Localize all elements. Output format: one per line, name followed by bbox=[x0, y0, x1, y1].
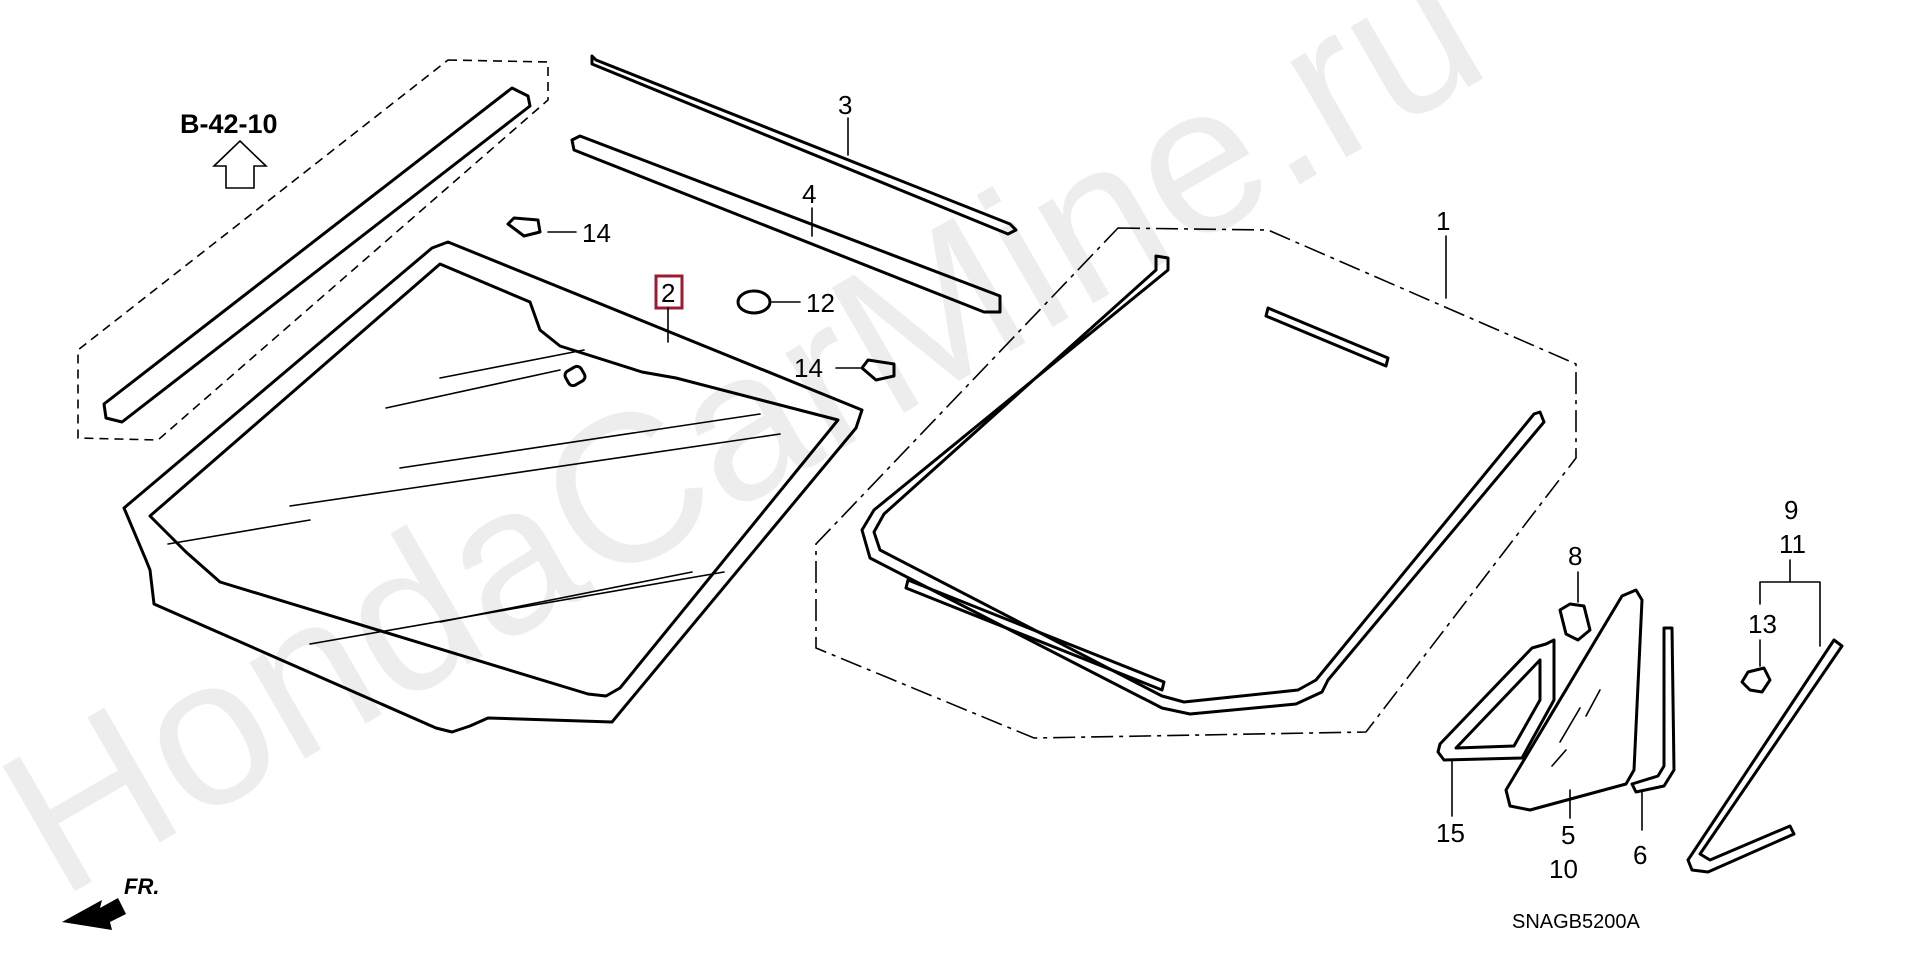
glare-2 bbox=[385, 369, 561, 409]
quarter-glass-glare-3 bbox=[1551, 749, 1567, 767]
callout-9[interactable]: 9 bbox=[1784, 495, 1798, 525]
callout-13[interactable]: 13 bbox=[1748, 609, 1777, 639]
part-13-clip bbox=[1740, 666, 1772, 694]
callout-4[interactable]: 4 bbox=[802, 179, 816, 209]
reference-label[interactable]: B-42-10 bbox=[180, 109, 278, 139]
sensor-mount bbox=[563, 364, 587, 388]
part-6-seal bbox=[1630, 626, 1676, 794]
quarter-glass-glare-2 bbox=[1585, 689, 1601, 717]
part-5-quarter-glass bbox=[1504, 588, 1644, 812]
callout-15[interactable]: 15 bbox=[1436, 818, 1465, 848]
roof-molding-part bbox=[102, 86, 532, 424]
part-9-seal bbox=[1686, 638, 1844, 874]
callout-14b[interactable]: 14 bbox=[794, 353, 823, 383]
quarter-glass-glare-1 bbox=[1559, 707, 1581, 743]
watermark: HondaCarMine.ru bbox=[0, 0, 1518, 939]
part-1-boundary bbox=[815, 227, 1577, 739]
part-4-molding bbox=[570, 134, 1002, 314]
callout-11[interactable]: 11 bbox=[1779, 529, 1806, 559]
callout-3[interactable]: 3 bbox=[838, 90, 852, 120]
front-arrow-icon bbox=[62, 898, 126, 930]
leader-9-11 bbox=[1759, 559, 1821, 647]
glare-6 bbox=[309, 571, 725, 645]
callout-2[interactable]: 2 bbox=[661, 278, 675, 308]
windshield-inner-edge bbox=[148, 262, 840, 698]
callout-2-box bbox=[654, 274, 684, 310]
callout-14a[interactable]: 14 bbox=[582, 218, 611, 248]
clip-14-top bbox=[506, 216, 542, 238]
callout-6[interactable]: 6 bbox=[1633, 840, 1647, 870]
callout-8[interactable]: 8 bbox=[1568, 541, 1582, 571]
callout-5[interactable]: 5 bbox=[1561, 820, 1575, 850]
glare-4 bbox=[289, 433, 781, 507]
up-arrow-icon bbox=[212, 139, 268, 189]
direction-label: FR. bbox=[124, 874, 159, 899]
diagram-code: SNAGB5200A bbox=[1512, 911, 1641, 933]
callout-1[interactable]: 1 bbox=[1436, 206, 1450, 236]
clip-14-mid bbox=[860, 358, 896, 382]
part-2-windshield bbox=[122, 240, 864, 734]
part-8-clip bbox=[1558, 602, 1592, 642]
callout-10[interactable]: 10 bbox=[1549, 854, 1578, 884]
part-3-molding bbox=[590, 54, 1018, 236]
reference-group-outline bbox=[77, 59, 549, 441]
part-1-dam-outer bbox=[860, 254, 1546, 716]
glare-7 bbox=[439, 571, 693, 623]
part-15-seal-inner bbox=[1454, 658, 1542, 750]
glare-3 bbox=[399, 413, 761, 469]
glare-1 bbox=[439, 349, 585, 379]
part-1-dam-lower bbox=[904, 578, 1166, 692]
part-15-seal bbox=[1436, 638, 1556, 762]
part-12-cap bbox=[736, 289, 772, 315]
glare-5 bbox=[167, 519, 311, 545]
callout-12[interactable]: 12 bbox=[806, 288, 835, 318]
part-1-dam-inner bbox=[1264, 306, 1390, 368]
